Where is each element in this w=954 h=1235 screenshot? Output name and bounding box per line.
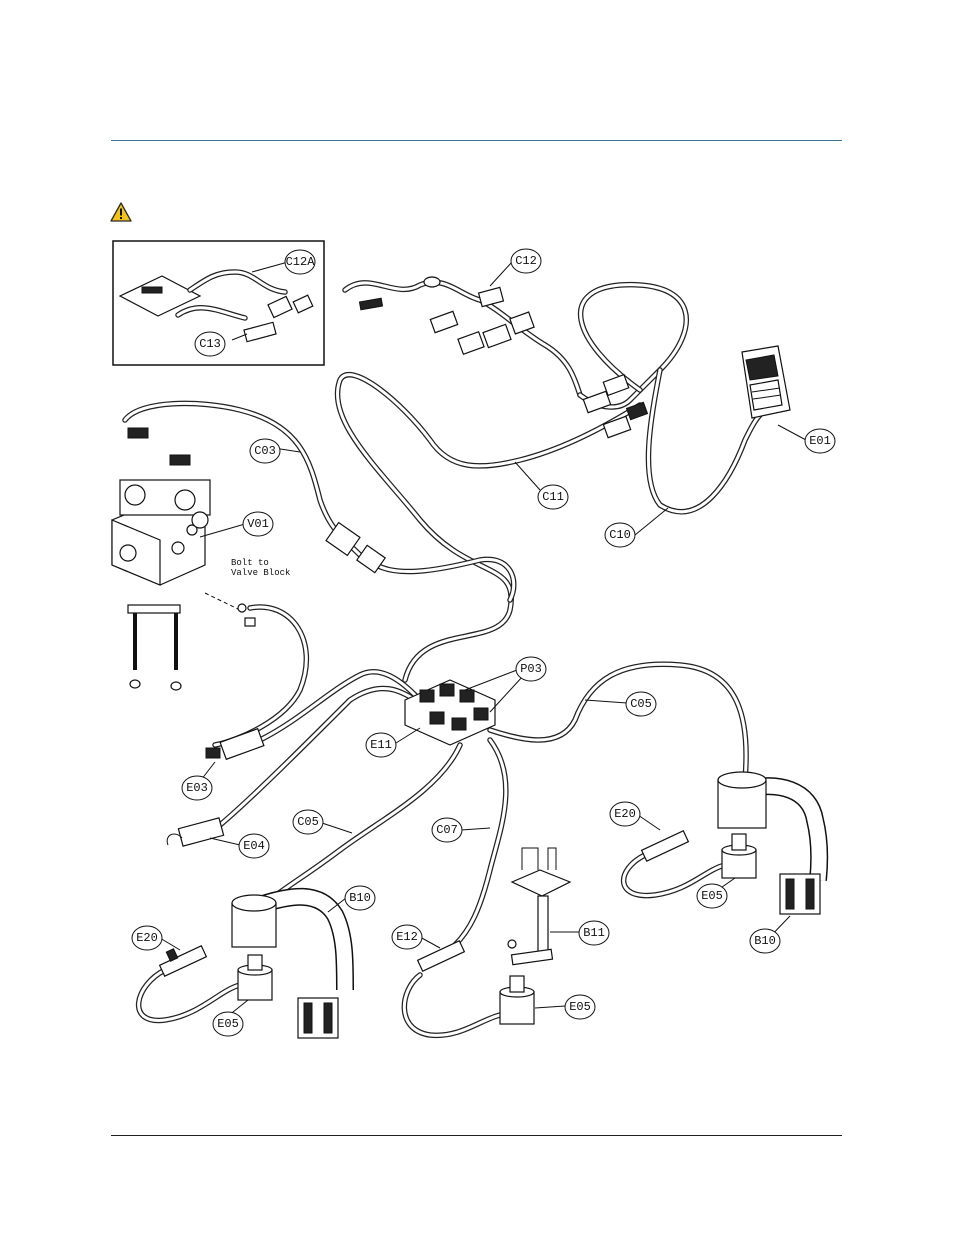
e20-connector-left xyxy=(160,946,207,976)
e20-connector-right xyxy=(642,831,689,861)
callout-p03: P03 xyxy=(516,657,546,681)
callout-c12: C12 xyxy=(511,249,541,273)
callout-c13: C13 xyxy=(195,332,225,356)
callout-c07: C07 xyxy=(432,818,462,842)
callout-label: C05 xyxy=(297,815,319,829)
callout-e04: E04 xyxy=(239,834,269,858)
callout-e20-left: E20 xyxy=(132,926,162,950)
callout-b10-left: B10 xyxy=(345,886,375,910)
callout-label: E05 xyxy=(217,1017,239,1031)
bolt-note-line1: Bolt to xyxy=(231,558,269,568)
callout-label: E01 xyxy=(809,434,831,448)
callout-label: E05 xyxy=(569,1000,591,1014)
e01-display xyxy=(742,346,790,418)
callout-label: E05 xyxy=(701,889,723,903)
callout-label: C12 xyxy=(515,254,537,268)
wire-harnesses xyxy=(125,282,760,1035)
callout-c05-left: C05 xyxy=(293,810,323,834)
callout-label: C13 xyxy=(199,337,221,351)
callout-b10-right: B10 xyxy=(750,929,780,953)
callout-label: C12A xyxy=(286,255,316,269)
callout-e05-right: E05 xyxy=(697,884,727,908)
callout-label: C05 xyxy=(630,697,652,711)
callout-label: E04 xyxy=(243,839,265,853)
b11-bracket xyxy=(508,848,570,965)
callout-label: C07 xyxy=(436,823,458,837)
callout-c03: C03 xyxy=(250,439,280,463)
callout-label: E03 xyxy=(186,781,208,795)
e05-sensor-center xyxy=(500,976,534,1024)
callout-label: C11 xyxy=(542,490,564,504)
callout-c05-right: C05 xyxy=(626,692,656,716)
callout-label: B10 xyxy=(754,934,776,948)
callout-label: E20 xyxy=(614,807,636,821)
callout-label: B10 xyxy=(349,891,371,905)
callout-label: E20 xyxy=(136,931,158,945)
callout-label: B11 xyxy=(583,926,605,940)
callout-e01: E01 xyxy=(805,429,835,453)
callout-e03: E03 xyxy=(182,776,212,800)
callout-e05-center: E05 xyxy=(565,995,595,1019)
callout-label: E11 xyxy=(370,738,392,752)
callout-label: C10 xyxy=(609,528,631,542)
callout-label: V01 xyxy=(247,517,269,531)
e05-sensor-left xyxy=(238,955,272,1000)
callout-label: E12 xyxy=(396,930,418,944)
callout-e11: E11 xyxy=(366,733,396,757)
callout-e05-left: E05 xyxy=(213,1012,243,1036)
callout-b11: B11 xyxy=(579,921,609,945)
callout-v01: V01 xyxy=(243,512,273,536)
e04-sensor xyxy=(167,818,223,846)
mounting-hardware xyxy=(128,593,255,690)
e12-connector xyxy=(418,941,465,971)
callout-label: P03 xyxy=(520,662,542,676)
callout-e20-right: E20 xyxy=(610,802,640,826)
bolt-note-line2: Valve Block xyxy=(231,568,290,578)
v01-valve-block xyxy=(112,480,210,585)
e11-hub xyxy=(405,680,495,745)
callout-c10: C10 xyxy=(605,523,635,547)
footer-rule xyxy=(111,1135,842,1136)
callout-c11: C11 xyxy=(538,485,568,509)
e05-sensor-right xyxy=(722,834,756,878)
callout-c12a: C12A xyxy=(285,250,315,274)
callout-e12: E12 xyxy=(392,925,422,949)
callout-label: C03 xyxy=(254,444,276,458)
